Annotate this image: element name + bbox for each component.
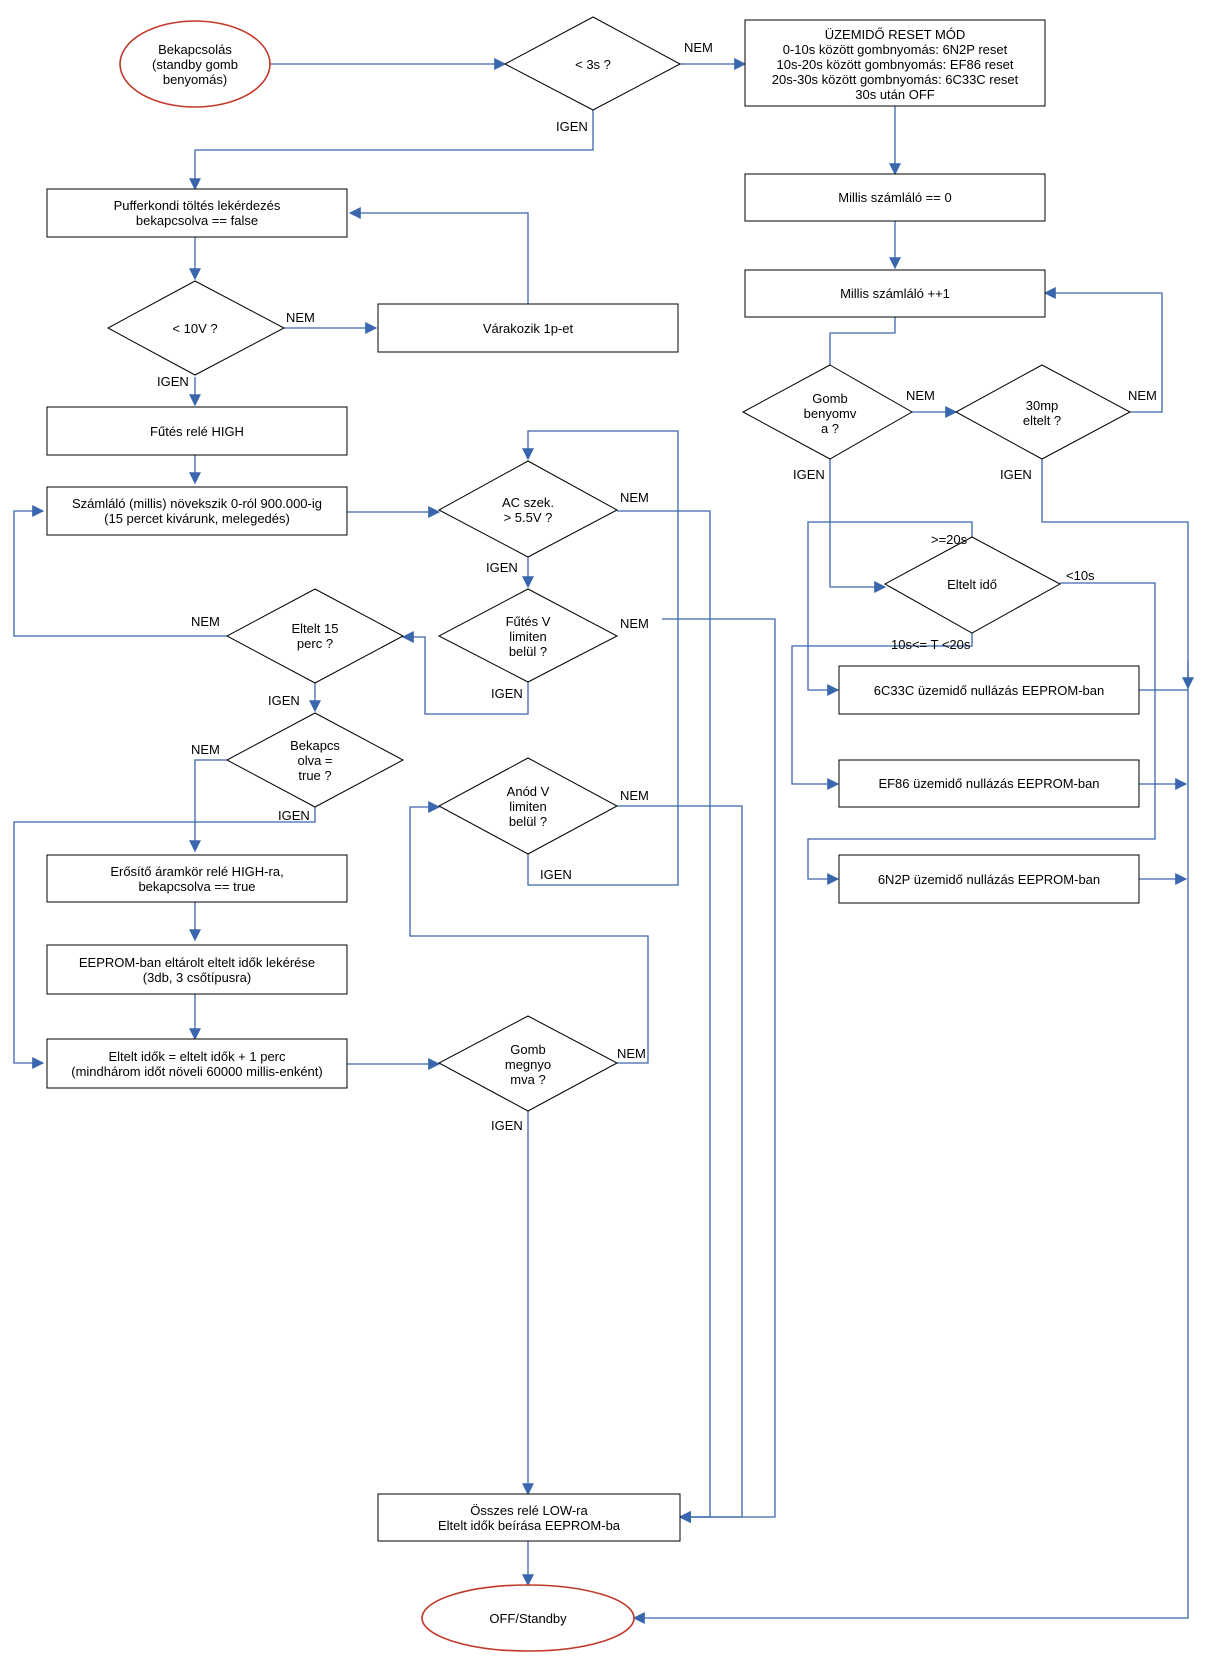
decision-30mp <box>954 364 1132 460</box>
label-eltelt15-igen: IGEN <box>268 693 300 708</box>
decision-lt10v <box>106 280 286 376</box>
label-lt10v-igen: IGEN <box>157 374 189 389</box>
label-30mp-igen: IGEN <box>1000 467 1032 482</box>
box-reset-6n2p <box>838 854 1140 904</box>
label-anod-igen: IGEN <box>540 867 572 882</box>
edge-gomb-igen <box>829 459 887 593</box>
label-lt10v-nem: NEM <box>286 310 315 325</box>
decision-eltelt15 <box>225 588 405 684</box>
box-millis-zero <box>744 173 1046 222</box>
edge-eltelt15-nem <box>13 505 227 637</box>
decision-gomb-megnyomva <box>437 1015 619 1112</box>
decision-anod-v <box>437 757 619 855</box>
box-pufferkondi <box>46 188 348 238</box>
decision-eltelt-ido <box>883 536 1062 634</box>
label-anod-nem: NEM <box>620 788 649 803</box>
edge-anod-igen <box>522 430 679 886</box>
decision-futes-v <box>437 588 619 683</box>
label-gombb-igen: IGEN <box>793 467 825 482</box>
label-gombm-igen: IGEN <box>491 1118 523 1133</box>
label-gombm-nem: NEM <box>617 1046 646 1061</box>
box-varakozik <box>377 303 679 353</box>
box-reset-ef86 <box>838 759 1140 808</box>
edge-bekapcs-nem <box>189 759 227 853</box>
end-terminal <box>421 1584 635 1652</box>
label-30mp-nem: NEM <box>1128 388 1157 403</box>
label-bekapcs-nem: NEM <box>191 742 220 757</box>
box-reset-mode <box>744 19 1046 107</box>
edge-varakozik-loop <box>348 207 529 304</box>
decision-ac-szek <box>437 460 619 558</box>
label-futes-nem: NEM <box>620 616 649 631</box>
box-szamlalo <box>46 486 348 536</box>
edge-between <box>791 633 973 790</box>
label-futes-igen: IGEN <box>491 686 523 701</box>
edge-lt3s-igen <box>189 110 594 191</box>
decision-lt3s <box>503 16 682 111</box>
label-eltelt15-nem: NEM <box>191 614 220 629</box>
edge-30mp-nem <box>1043 287 1163 413</box>
box-eltelt-update <box>46 1038 348 1089</box>
box-erosito <box>46 854 348 903</box>
box-eeprom-read <box>46 944 348 995</box>
edge-gombm-nem <box>409 801 649 1064</box>
box-millis-inc <box>744 269 1046 318</box>
decision-gomb-benyomva <box>741 364 914 460</box>
label-gombb-nem: NEM <box>906 388 935 403</box>
edge-bekapcs-igen <box>13 807 316 1069</box>
edge-futes-nem <box>662 618 776 1523</box>
decision-bekapcsolva <box>225 712 405 808</box>
label-ac-igen: IGEN <box>486 560 518 575</box>
edge-inc-to-gomb <box>829 317 896 365</box>
box-futes-high <box>46 406 348 456</box>
box-reset-6c33c <box>838 665 1140 715</box>
label-ac-nem: NEM <box>620 490 649 505</box>
label-lt3s-nem: NEM <box>684 40 713 55</box>
edge-lt10 <box>807 582 1156 885</box>
start-terminal <box>119 20 271 108</box>
label-ge20: >=20s <box>931 532 968 547</box>
label-lt10: <10s <box>1066 568 1095 583</box>
edge-ge20 <box>807 521 973 696</box>
label-bekapcs-igen: IGEN <box>278 808 310 823</box>
label-lt3s-igen: IGEN <box>556 119 588 134</box>
edge-ac-nem <box>617 510 711 1523</box>
label-between: 10s<= T <20s <box>891 637 971 652</box>
edge-anod-nem <box>617 805 743 1523</box>
box-osszes-rele <box>377 1493 681 1542</box>
edge-futes-igen <box>401 631 529 715</box>
edge-30mp-igen <box>632 459 1189 1624</box>
